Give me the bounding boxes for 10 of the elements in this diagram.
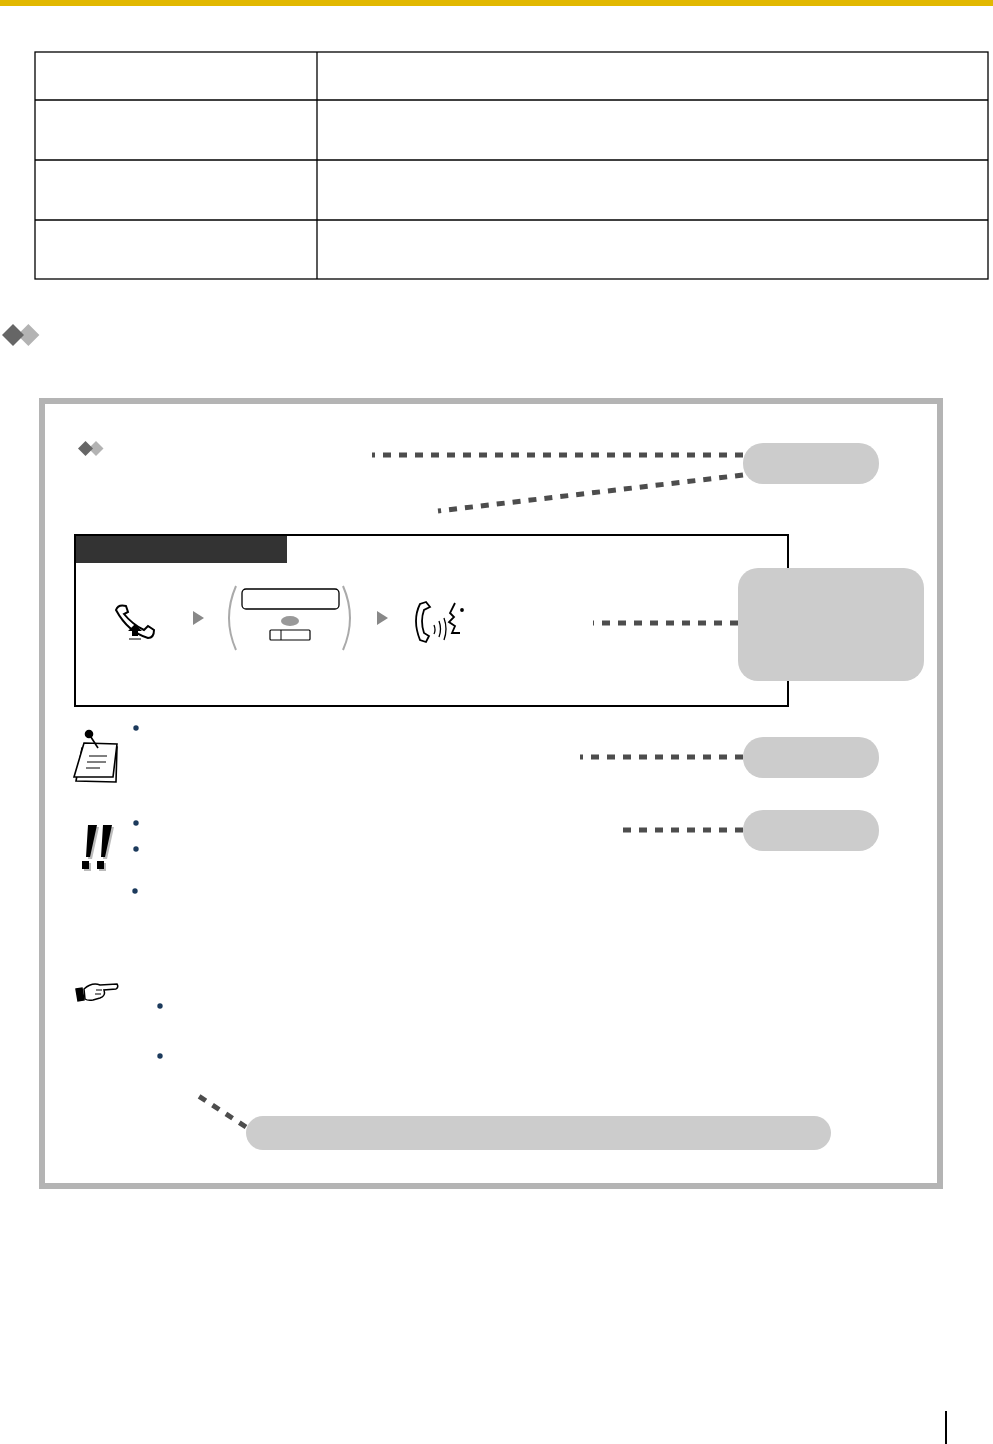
leader-line <box>580 754 743 760</box>
leader-line <box>372 452 743 458</box>
callout-pill <box>743 810 879 851</box>
callout-pill <box>743 443 879 484</box>
callout-pill <box>246 1116 831 1150</box>
leader-line <box>195 1092 248 1130</box>
callout-pill <box>738 568 924 681</box>
leader-line <box>593 620 738 626</box>
callout-pill <box>743 737 879 778</box>
leader-line <box>437 472 744 514</box>
